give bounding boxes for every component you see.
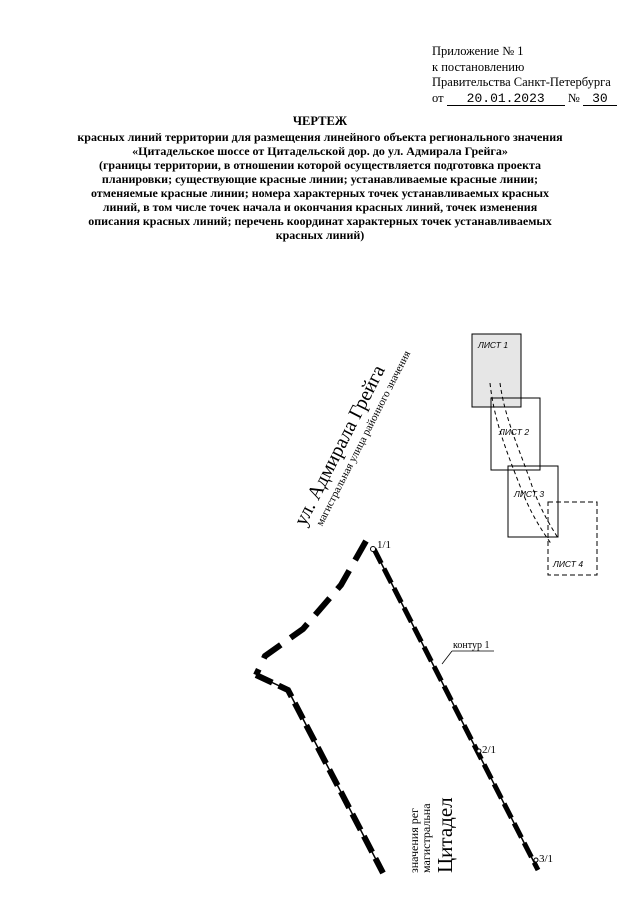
road-type-1: магистральна xyxy=(419,803,433,873)
street-label-group: ул. Адмирала Грейга магистральная улица … xyxy=(290,349,413,530)
sheet-4-label: ЛИСТ 4 xyxy=(552,559,583,569)
title-block: ЧЕРТЕЖ красных линий территории для разм… xyxy=(60,114,580,242)
title-line-2: «Цитадельское шоссе от Цитадельской дор.… xyxy=(132,144,508,158)
title-line-7: описания красных линий; перечень координ… xyxy=(88,214,552,228)
road-name: Цитадел xyxy=(433,797,457,873)
title-line-6: линий, в том числе точек начала и оконча… xyxy=(102,200,538,214)
index-left-line xyxy=(489,382,553,546)
appendix-line-1: Приложение № 1 xyxy=(432,44,524,58)
point-label-1: 1/1 xyxy=(377,539,391,551)
appendix-line-3: Правительства Санкт-Петербурга xyxy=(432,75,611,89)
left-red-line xyxy=(254,672,386,875)
title-line-4: планировки; существующие красные линии; … xyxy=(101,172,539,186)
sheet-4-frame xyxy=(547,501,598,576)
appendix-date-row: от 20.01.2023 № 30 xyxy=(432,91,617,107)
point-marker-3 xyxy=(533,857,539,863)
street-name: ул. Адмирала Грейга xyxy=(290,362,390,530)
right-red-line xyxy=(371,547,541,872)
title-line-5: отменяемые красные линии; номера характе… xyxy=(90,186,550,200)
title-line-3: (границы территории, в отношении которой… xyxy=(98,158,542,172)
road-label-group: Цитадел магистральна значения рег xyxy=(407,797,457,873)
date-value: 20.01.2023 xyxy=(446,92,565,106)
point-label-2: 2/1 xyxy=(482,744,496,756)
contour-label: контур 1 xyxy=(453,640,489,651)
title-line-1: красных линий территории для размещения … xyxy=(77,130,563,144)
date-prefix: от xyxy=(432,90,444,105)
sheet-2-label: ЛИСТ 2 xyxy=(498,427,529,437)
point-marker-1 xyxy=(370,546,376,552)
sheet-index: ЛИСТ 1 ЛИСТ 2 ЛИСТ 3 ЛИСТ 4 xyxy=(471,333,598,576)
sheet-2-frame xyxy=(490,397,541,471)
cancelled-red-line xyxy=(253,539,369,677)
sheet-1-label: ЛИСТ 1 xyxy=(477,340,508,350)
title-line-8: красных линий) xyxy=(275,228,365,242)
sheet-1-frame xyxy=(471,333,522,408)
contour-leader xyxy=(441,650,453,665)
point-label-3: 3/1 xyxy=(539,853,553,865)
document-title: ЧЕРТЕЖ xyxy=(292,114,348,128)
road-type-2: значения рег xyxy=(407,808,421,873)
number-value: 30 xyxy=(582,92,617,106)
number-prefix: № xyxy=(567,90,580,105)
point-marker-2 xyxy=(476,748,482,754)
left-boundary-line xyxy=(255,674,384,874)
appendix-block: Приложение № 1 к постановлению Правитель… xyxy=(432,44,617,106)
appendix-line-2: к постановлению xyxy=(432,59,525,74)
sheet-3-label: ЛИСТ 3 xyxy=(513,489,544,499)
